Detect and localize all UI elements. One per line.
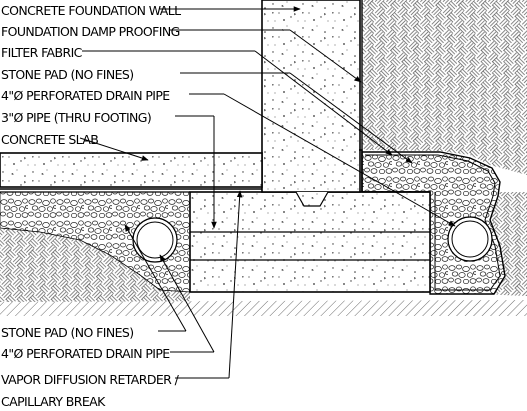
leader-filter-fabric-d	[254, 50, 393, 156]
label-concrete-slab: CONCRETE SLAB	[1, 132, 98, 147]
label-concrete-foundation-wall: CONCRETE FOUNDATION WALL	[1, 3, 181, 18]
label-pipe-thru-footing: 3"Ø PIPE (THRU FOOTING)	[1, 110, 151, 125]
label-stone-pad-bottom: STONE PAD (NO FINES)	[1, 325, 134, 340]
leaders-bottom	[124, 190, 243, 379]
label-perforated-drain-pipe-bottom: 4"Ø PERFORATED DRAIN PIPE	[1, 346, 170, 361]
leader-stone-pad-bottom-d	[124, 224, 187, 332]
label-capillary-break: CAPILLARY BREAK	[1, 394, 106, 409]
leader-stone-pad-d	[289, 72, 413, 164]
labels-top: CONCRETE FOUNDATION WALL FOUNDATION DAMP…	[1, 3, 182, 147]
leaders-top	[79, 6, 456, 229]
leader-damp-proofing-d	[289, 29, 362, 83]
leader-slab	[79, 137, 149, 161]
leader-vapor-retarder-d	[228, 190, 243, 379]
earth-fill-upper	[362, 0, 527, 175]
earth-fill-bottom	[0, 230, 190, 302]
label-filter-fabric: FILTER FABRIC	[1, 45, 83, 60]
label-vapor-retarder: VAPOR DIFFUSION RETARDER /	[1, 372, 180, 387]
subgrade-hatch	[0, 300, 527, 316]
labels-bottom: STONE PAD (NO FINES) 4"Ø PERFORATED DRAI…	[1, 325, 180, 409]
concrete-slab	[0, 152, 263, 188]
label-foundation-damp-proofing: FOUNDATION DAMP PROOFING	[1, 24, 180, 39]
drain-pipe-exterior	[447, 216, 493, 262]
footing	[189, 191, 431, 293]
label-perforated-drain-pipe-top: 4"Ø PERFORATED DRAIN PIPE	[1, 88, 170, 103]
footing-key	[295, 191, 329, 207]
drain-pipe-interior	[132, 217, 178, 263]
leader-drain-pipe-d	[223, 93, 456, 227]
label-stone-pad-top: STONE PAD (NO FINES)	[1, 67, 134, 82]
filter-fabric-wrap	[365, 154, 501, 291]
leader-drain-pipe-bottom-d	[159, 254, 215, 353]
